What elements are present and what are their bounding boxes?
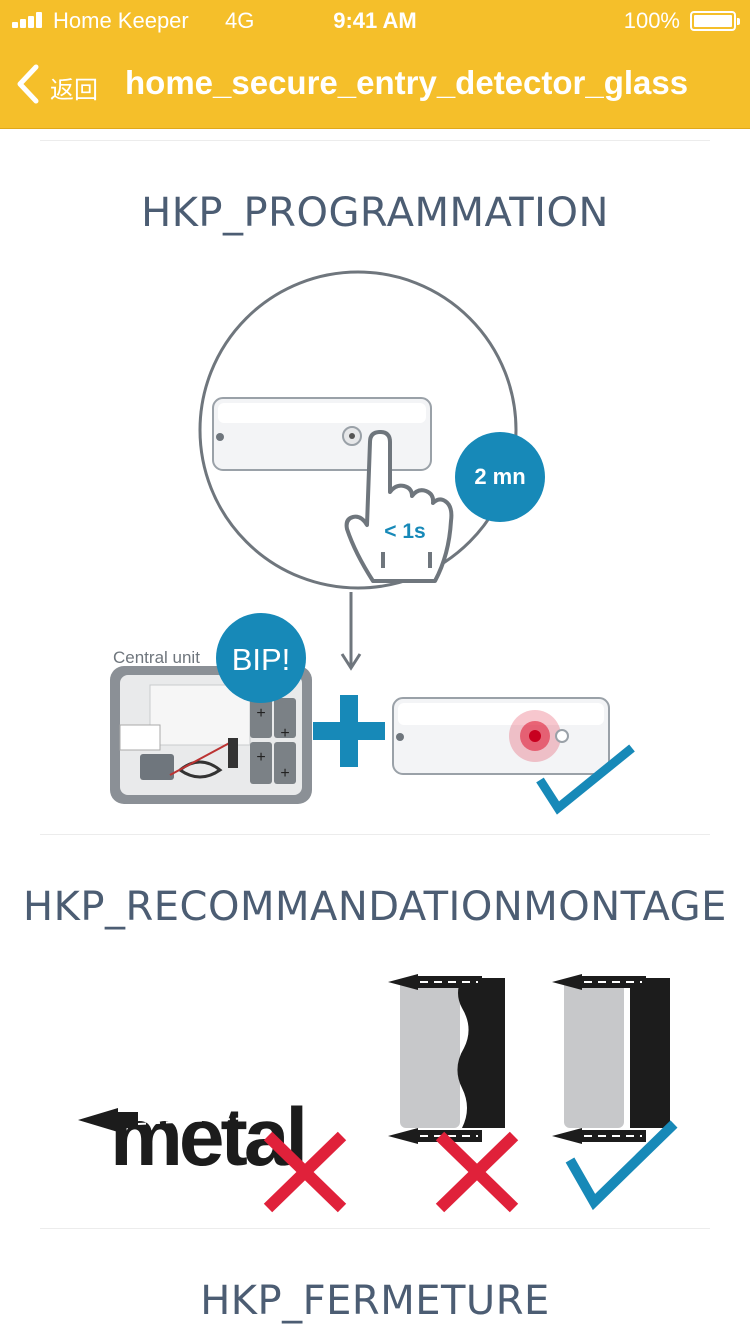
beep-badge <box>216 613 306 703</box>
cross-icon <box>435 1131 519 1213</box>
divider <box>40 1228 710 1229</box>
check-icon <box>536 744 635 815</box>
timer-badge <box>455 432 545 522</box>
montage-illustration: metal <box>78 974 678 1213</box>
signal-icon <box>12 12 48 28</box>
flat-surface-illustration <box>552 974 670 1144</box>
section-title-fermeture: HKP_FERMETURE <box>200 1278 550 1324</box>
chevron-left-icon <box>17 64 39 104</box>
section-title-programmation: HKP_PROGRAMMATION <box>141 190 609 236</box>
divider <box>40 834 710 835</box>
battery-icon <box>690 11 740 31</box>
timer-label: 2 mn <box>474 464 525 489</box>
divider <box>40 140 710 141</box>
svg-text:+: + <box>256 705 265 722</box>
status-time: 9:41 AM <box>333 8 417 33</box>
nav-bar: 返回 home_secure_entry_detector_glass <box>0 40 750 128</box>
back-button[interactable]: 返回 <box>10 58 120 110</box>
uneven-surface-illustration <box>388 974 505 1144</box>
svg-text:+: + <box>280 765 289 782</box>
svg-text:+: + <box>256 749 265 766</box>
press-duration-label: < 1s <box>384 520 425 543</box>
section-title-montage: HKP_RECOMMANDATIONMONTAGE <box>23 884 727 930</box>
detector-zoomed <box>212 397 432 471</box>
cross-icon <box>263 1131 347 1213</box>
plus-icon <box>313 695 385 767</box>
page-title: home_secure_entry_detector_glass <box>125 64 689 101</box>
network-type: 4G <box>225 8 255 33</box>
back-label: 返回 <box>50 76 98 104</box>
status-bar: Home Keeper 4G 9:41 AM 100% <box>0 0 750 40</box>
battery-percent: 100% <box>623 8 680 33</box>
check-icon <box>565 1120 678 1211</box>
beep-label: BIP! <box>232 642 291 677</box>
carrier-name: Home Keeper <box>53 8 189 33</box>
central-unit-label: Central unit <box>113 648 200 667</box>
detector-led-on <box>392 697 610 775</box>
hand-icon <box>344 430 454 583</box>
svg-text:+: + <box>280 725 289 742</box>
app-header: Home Keeper 4G 9:41 AM 100% 返回 home_secu… <box>0 0 750 129</box>
programmation-illustration: < 1s 2 mn Central unit + + + + BIP! <box>110 270 635 815</box>
